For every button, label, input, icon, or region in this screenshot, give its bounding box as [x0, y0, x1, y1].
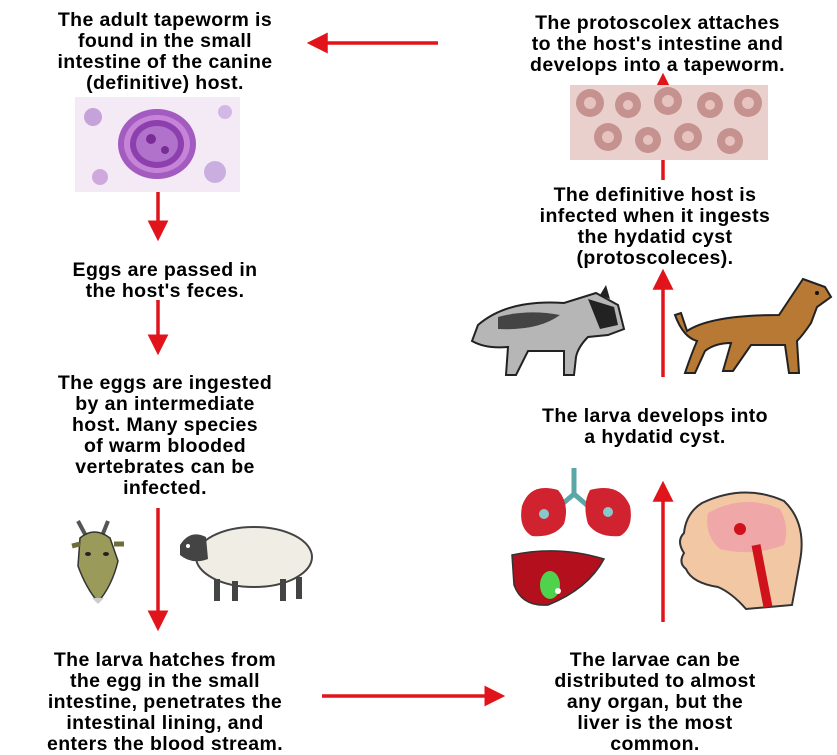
wolf-icon: [468, 285, 633, 380]
egg-micrograph-icon: [75, 97, 240, 192]
sheep-icon: [172, 515, 322, 605]
goat-icon: [68, 516, 143, 606]
dog-icon: [671, 275, 836, 380]
protoscolex-tissue-icon: [570, 85, 768, 160]
brain-head-icon: [672, 483, 812, 613]
liver-icon: [508, 545, 608, 610]
lungs-icon: [516, 466, 641, 541]
